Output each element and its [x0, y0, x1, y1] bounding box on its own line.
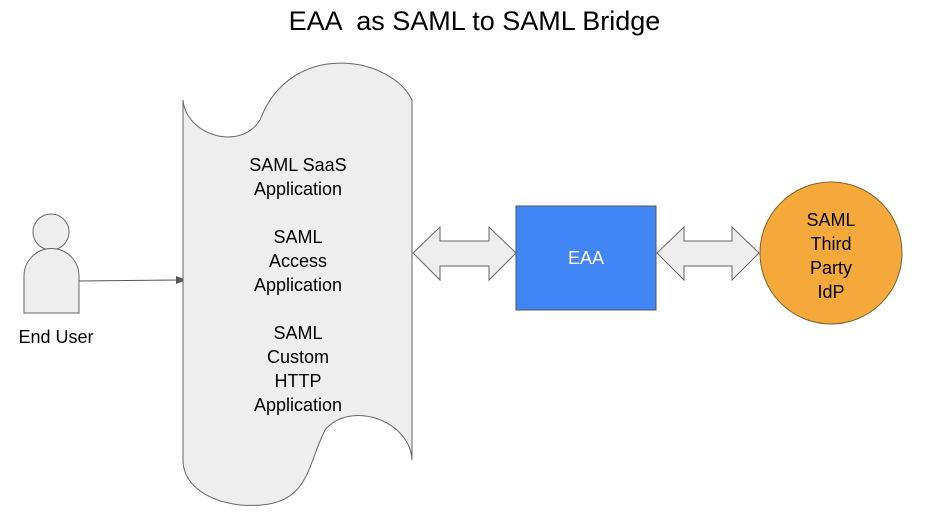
app-line: Custom [266, 347, 329, 367]
app-line: HTTP [274, 371, 322, 391]
person-head [32, 213, 70, 251]
idp-circle[interactable] [759, 181, 903, 325]
eaa-idp-double-arrow [656, 225, 760, 282]
app-line: Application [253, 179, 343, 199]
end-user-label: End User [18, 327, 94, 347]
apps-eaa-double-arrow [412, 225, 517, 282]
diagram-title: EAA as SAML to SAML Bridge [288, 6, 661, 36]
app-saml-saas: SAML SaaS Application [183, 153, 413, 201]
applications-list: SAML SaaS Application SAML Access Applic… [183, 153, 413, 441]
eaa-box[interactable] [515, 205, 657, 311]
person-body [23, 248, 80, 314]
app-saml-access: SAML Access Application [183, 225, 413, 297]
person-icon[interactable] [23, 213, 80, 314]
app-line: SAML SaaS [249, 155, 347, 175]
user-to-apps-arrow [78, 276, 186, 284]
idp-line: Third [810, 234, 852, 254]
idp-line: IdP [817, 282, 845, 302]
app-line: Application [253, 395, 343, 415]
app-line: Application [253, 275, 343, 295]
idp-line: SAML [806, 210, 856, 230]
app-line: SAML [273, 323, 323, 343]
idp-line: Party [809, 258, 852, 278]
app-line: Access [268, 251, 328, 271]
eaa-label: EAA [567, 248, 605, 268]
idp-label: SAML Third Party IdP [760, 208, 902, 304]
app-line: SAML [273, 227, 323, 247]
app-saml-custom-http: SAML Custom HTTP Application [183, 321, 413, 417]
applications-tape-shape[interactable] [182, 62, 413, 506]
